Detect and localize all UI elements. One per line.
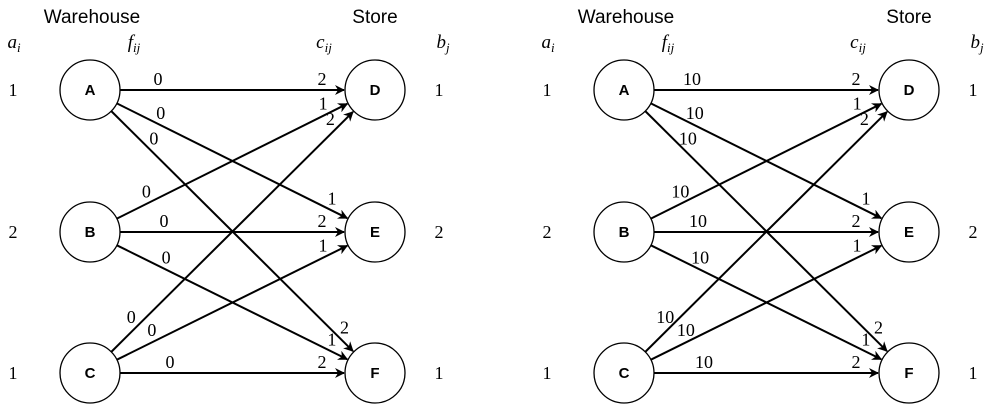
fixed-cost-label: 0: [166, 352, 175, 372]
unit-cost-symbol: cij: [316, 32, 332, 55]
edge-C-E: [650, 244, 883, 361]
store-node-label: F: [904, 365, 913, 382]
warehouse-node-C: [593, 342, 655, 404]
fixed-cost-label: 0: [160, 211, 169, 231]
store-node-D: [878, 59, 940, 121]
edge-C-D: [644, 111, 888, 353]
warehouse-node-B: [593, 201, 655, 263]
store-node-label: E: [370, 224, 380, 241]
fixed-cost-label: 10: [683, 69, 701, 89]
warehouse-node-label: B: [85, 224, 96, 241]
unit-cost-label: 2: [874, 318, 883, 338]
supply-value: 2: [9, 222, 18, 242]
supply-value: 1: [9, 80, 18, 100]
unit-cost-label: 1: [861, 330, 870, 350]
demand-symbol: bj: [436, 32, 450, 55]
fixed-cost-label: 0: [149, 128, 158, 148]
warehouse-node-B: [59, 201, 121, 263]
unit-cost-symbol: cij: [850, 32, 866, 55]
unit-cost-label: 1: [853, 94, 862, 114]
store-node-label: E: [904, 224, 914, 241]
fixed-cost-label: 10: [679, 128, 697, 148]
supply-value: 1: [543, 363, 552, 383]
demand-value: 1: [435, 80, 444, 100]
unit-cost-label: 2: [318, 211, 327, 231]
warehouse-header: Warehouse: [44, 7, 140, 28]
demand-value: 1: [969, 363, 978, 383]
unit-cost-label: 1: [853, 236, 862, 256]
store-header: Store: [886, 7, 931, 28]
fixed-cost-label: 0: [142, 182, 151, 202]
demand-value: 1: [435, 363, 444, 383]
store-header: Store: [352, 7, 397, 28]
warehouse-node-label: A: [619, 82, 630, 99]
fixed-cost-label: 10: [686, 103, 704, 123]
unit-cost-label: 2: [852, 69, 861, 89]
store-node-label: D: [904, 82, 915, 99]
unit-cost-label: 2: [318, 69, 327, 89]
fixed-cost-symbol: fij: [662, 32, 675, 55]
warehouse-node-label: C: [619, 365, 630, 382]
unit-cost-label: 2: [326, 109, 335, 129]
fixed-cost-label: 10: [671, 182, 689, 202]
fixed-cost-label: 0: [147, 320, 156, 340]
unit-cost-label: 2: [860, 109, 869, 129]
unit-cost-label: 1: [328, 188, 337, 208]
warehouse-node-label: C: [85, 365, 96, 382]
warehouse-node-A: [59, 59, 121, 121]
warehouse-node-C: [59, 342, 121, 404]
fixed-cost-label: 10: [691, 248, 709, 268]
store-node-label: F: [370, 365, 379, 382]
unit-cost-label: 2: [340, 318, 349, 338]
warehouse-header: Warehouse: [578, 7, 674, 28]
fixed-cost-label: 10: [656, 307, 674, 327]
fixed-cost-label: 0: [154, 69, 163, 89]
warehouse-node-label: A: [85, 82, 96, 99]
demand-value: 2: [435, 222, 444, 242]
supply-value: 1: [9, 363, 18, 383]
fixed-cost-label: 10: [689, 211, 707, 231]
supply-symbol: ai: [7, 32, 21, 55]
edge-C-E: [116, 244, 349, 361]
unit-cost-label: 2: [852, 211, 861, 231]
unit-cost-label: 1: [327, 330, 336, 350]
unit-cost-label: 1: [862, 188, 871, 208]
fixed-cost-label: 0: [127, 307, 136, 327]
store-node-label: D: [370, 82, 381, 99]
fixed-cost-label: 0: [162, 248, 171, 268]
fixed-cost-label: 0: [156, 103, 165, 123]
store-node-D: [344, 59, 406, 121]
store-node-E: [344, 201, 406, 263]
unit-cost-label: 2: [852, 352, 861, 372]
edge-B-D: [116, 102, 349, 220]
panel-right: Warehouse Store 10 2 10 1 10 2 10 1 10 2 10 1 10 2 10 1 10…: [543, 7, 978, 404]
fixed-cost-label: 10: [677, 320, 695, 340]
edge-C-D: [110, 111, 354, 353]
fixed-cost-label: 10: [695, 352, 713, 372]
store-node-F: [344, 342, 406, 404]
unit-cost-label: 2: [318, 352, 327, 372]
demand-value: 1: [969, 80, 978, 100]
demand-symbol: bj: [970, 32, 984, 55]
warehouse-node-label: B: [619, 224, 630, 241]
demand-value: 2: [969, 222, 978, 242]
supply-symbol: ai: [541, 32, 555, 55]
store-node-F: [878, 342, 940, 404]
warehouse-node-A: [593, 59, 655, 121]
supply-value: 1: [543, 80, 552, 100]
unit-cost-label: 1: [319, 236, 328, 256]
store-node-E: [878, 201, 940, 263]
fixed-cost-symbol: fij: [128, 32, 141, 55]
unit-cost-label: 1: [319, 94, 328, 114]
edge-B-D: [650, 102, 883, 220]
supply-value: 2: [543, 222, 552, 242]
